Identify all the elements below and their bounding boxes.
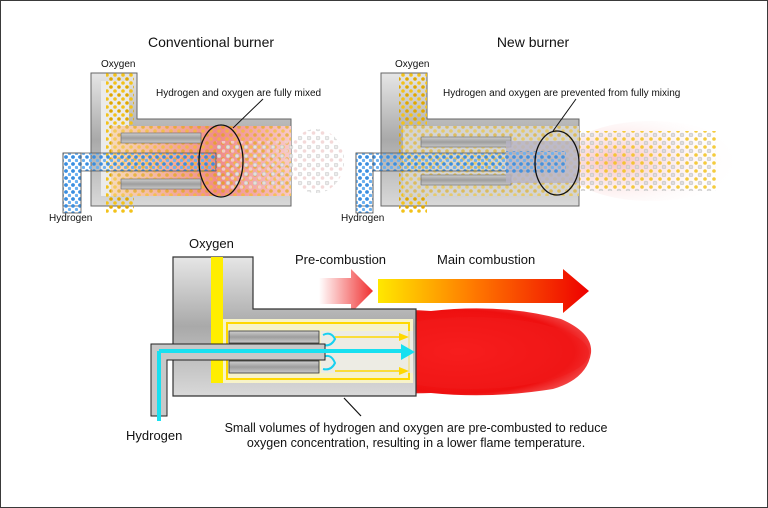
- new-callout: Hydrogen and oxygen are prevented from f…: [443, 88, 680, 99]
- new-hydrogen-label: Hydrogen: [341, 213, 384, 224]
- conventional-burner-panel: Conventional burner Oxygen Hydrogen Hydr…: [49, 34, 344, 224]
- conventional-exhaust-plume: [288, 129, 344, 193]
- new-burner-title: New burner: [497, 34, 570, 50]
- pre-combustion-arrow: [319, 269, 373, 313]
- conventional-oxygen-label: Oxygen: [101, 59, 135, 70]
- bottom-oxygen-label: Oxygen: [189, 236, 234, 251]
- bottom-hydrogen-label: Hydrogen: [126, 428, 182, 443]
- new-exhaust-plume: [576, 131, 716, 191]
- caption-line-2: oxygen concentration, resulting in a low…: [247, 436, 585, 450]
- conventional-burner-title: Conventional burner: [148, 34, 274, 50]
- main-combustion-arrow: [378, 269, 589, 313]
- precombustion-diagram: Oxygen Hydrogen Pre-combustion Main comb…: [126, 236, 607, 450]
- pre-combustion-label: Pre-combustion: [295, 252, 386, 267]
- new-mixing-highlight: [534, 130, 580, 196]
- bottom-oxygen-flow: [211, 257, 223, 383]
- conventional-mixing-highlight: [198, 124, 244, 198]
- new-oxygen-label: Oxygen: [395, 59, 429, 70]
- caption-line-1: Small volumes of hydrogen and oxygen are…: [225, 421, 608, 435]
- conventional-callout: Hydrogen and oxygen are fully mixed: [156, 88, 321, 99]
- conventional-hydrogen-label: Hydrogen: [49, 213, 92, 224]
- main-combustion-label: Main combustion: [437, 252, 535, 267]
- new-burner-panel: New burner Oxygen Hydrogen Hydrogen and …: [341, 34, 741, 224]
